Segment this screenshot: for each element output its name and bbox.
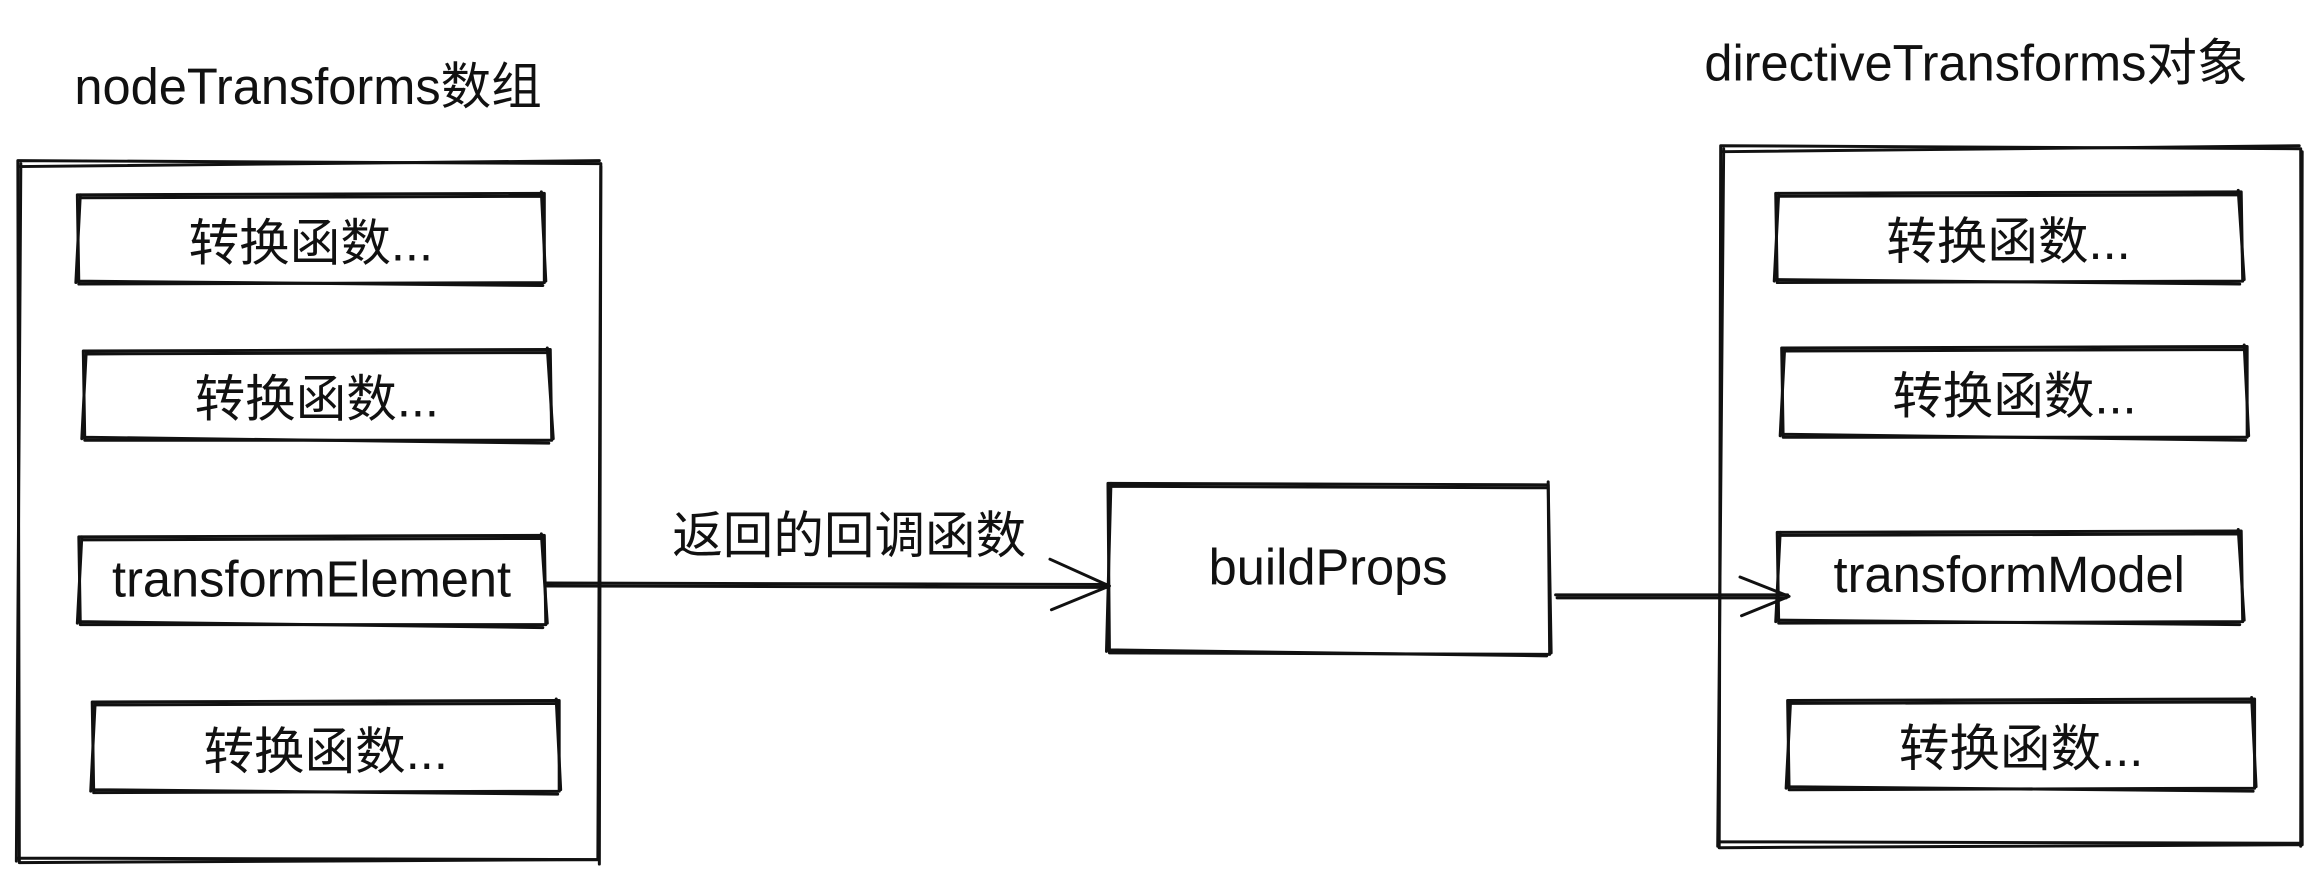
left-item-3-label: transformElement (112, 551, 512, 608)
right-item-1-label: 转换函数... (1886, 214, 2131, 271)
right-item-2-label: 转换函数... (1892, 368, 2137, 426)
arrow-element-to-buildprops (544, 557, 1111, 612)
left-item-1-label: 转换函数... (188, 215, 434, 273)
arrow-buildprops-to-model (1554, 575, 1791, 618)
right-container (1716, 144, 2304, 850)
buildprops-box (1104, 480, 1553, 658)
left-group-title: nodeTransforms数组 (74, 59, 542, 117)
right-item-4-label: 转换函数... (1898, 721, 2144, 778)
edge-label-callback: 返回的回调函数 (672, 508, 1027, 566)
right-item-box-3 (1774, 527, 2246, 627)
right-item-box-1 (1772, 188, 2246, 286)
left-container (14, 159, 603, 866)
buildprops-label: buildProps (1208, 539, 1448, 596)
left-item-box-2 (80, 346, 555, 445)
left-item-4-label: 转换函数... (203, 723, 448, 781)
right-item-box-4 (1784, 696, 2258, 793)
left-item-box-1 (74, 190, 548, 288)
left-item-box-4 (89, 697, 563, 796)
left-item-2-label: 转换函数... (194, 371, 439, 429)
right-group-title: directiveTransforms对象 (1704, 35, 2248, 93)
left-item-box-3 (75, 532, 549, 630)
right-item-box-2 (1778, 343, 2251, 442)
right-item-3-label: transformModel (1833, 547, 2185, 604)
